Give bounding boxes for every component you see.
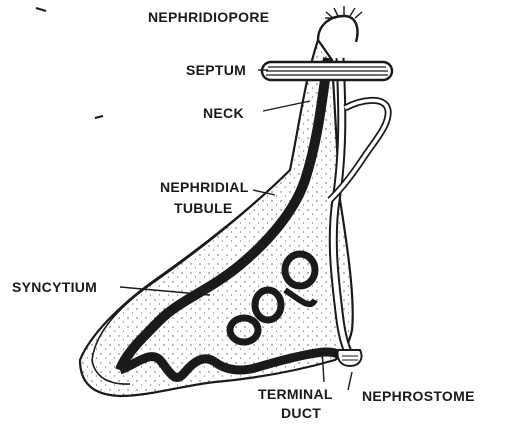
- septum-shape: [262, 62, 392, 80]
- label-terminal: TERMINAL: [258, 386, 333, 402]
- neck-tube: [318, 16, 358, 42]
- label-tubule: TUBULE: [174, 200, 233, 216]
- label-septum: SEPTUM: [186, 62, 246, 78]
- label-nephridiopore: NEPHRIDIOPORE: [148, 9, 269, 25]
- label-syncytium: SYNCYTIUM: [12, 279, 97, 295]
- syncytium-body: [80, 40, 353, 396]
- label-duct: DUCT: [281, 405, 321, 421]
- stray-mark: [36, 8, 46, 11]
- label-nephridial: NEPHRIDIAL: [160, 179, 249, 195]
- label-neck: NECK: [203, 105, 244, 121]
- label-nephrostome: NEPHROSTOME: [362, 388, 475, 404]
- nephrostome-leader: [348, 372, 352, 390]
- stray-mark: [95, 116, 103, 118]
- nephrostome-funnel: [338, 350, 362, 366]
